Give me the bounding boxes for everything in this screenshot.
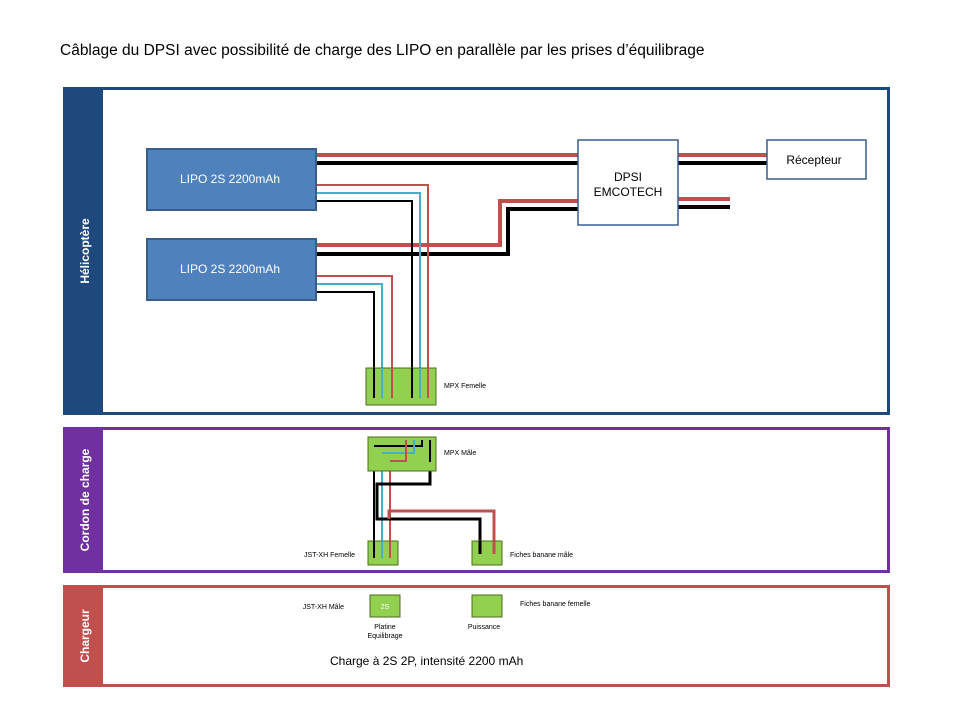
section-chargeur-label: Chargeur <box>78 609 92 663</box>
wire-lipo1-bal-blue <box>316 192 421 398</box>
platine-label-1: Platine <box>374 624 396 631</box>
jst-male-label: JST-XH Mâle <box>303 604 344 611</box>
mpx-male-connector: MPX Mâle <box>367 436 476 472</box>
platine-equilibrage: 2S Platine Equilibrage <box>367 594 403 640</box>
banane-male-label: Fiches banane mâle <box>510 552 573 559</box>
diagram-title: Câblage du DPSI avec possibilité de char… <box>60 42 705 59</box>
recepteur-block: Récepteur <box>766 139 867 180</box>
lipo-2-label: LIPO 2S 2200mAh <box>180 262 280 276</box>
jst-male-label-group: JST-XH Mâle <box>303 604 344 611</box>
lipo-1-label: LIPO 2S 2200mAh <box>180 172 280 186</box>
mpx-male-label: MPX Mâle <box>444 450 476 457</box>
banane-femelle-label: Fiches banane femelle <box>520 601 591 608</box>
platine-label-2: Equilibrage <box>367 633 402 640</box>
dpsi-label-1: DPSI <box>614 170 642 184</box>
section-chargeur: Chargeur <box>63 585 890 687</box>
wire-lipo2-red <box>316 199 578 247</box>
charge-note: Charge à 2S 2P, intensité 2200 mAh <box>330 654 523 668</box>
puissance-connector: Puissance Fiches banane femelle <box>468 594 591 631</box>
jst-femelle-connector: JST-XH Femelle <box>304 540 399 566</box>
dpsi-label-2: EMCOTECH <box>594 185 663 199</box>
jst-femelle-label: JST-XH Femelle <box>304 552 355 559</box>
wire-lipo1-bal-red <box>316 184 429 398</box>
mpx-femelle-connector: MPX Femelle <box>365 367 486 406</box>
dpsi-block: DPSI EMCOTECH <box>577 139 679 226</box>
lipo-1: LIPO 2S 2200mAh <box>146 148 317 211</box>
section-helicoptere-label: Hélicoptère <box>78 218 92 284</box>
wire-lipo2-bal-black <box>316 291 375 398</box>
lipo-2: LIPO 2S 2200mAh <box>146 238 317 301</box>
wire-lipo1-bal-black <box>316 200 413 398</box>
platine-2s-label: 2S <box>381 604 390 611</box>
wires-helicoptere <box>316 153 767 398</box>
section-cordon-label: Cordon de charge <box>78 448 92 551</box>
wire-lipo2-bal-red <box>316 275 393 398</box>
puissance-label: Puissance <box>468 624 500 631</box>
banane-male-connector: Fiches banane mâle <box>471 540 573 566</box>
wire-lipo2-bal-blue <box>316 283 383 398</box>
section-cordon: Cordon de charge <box>63 427 890 573</box>
recepteur-label: Récepteur <box>786 153 841 167</box>
mpx-femelle-label: MPX Femelle <box>444 383 486 390</box>
